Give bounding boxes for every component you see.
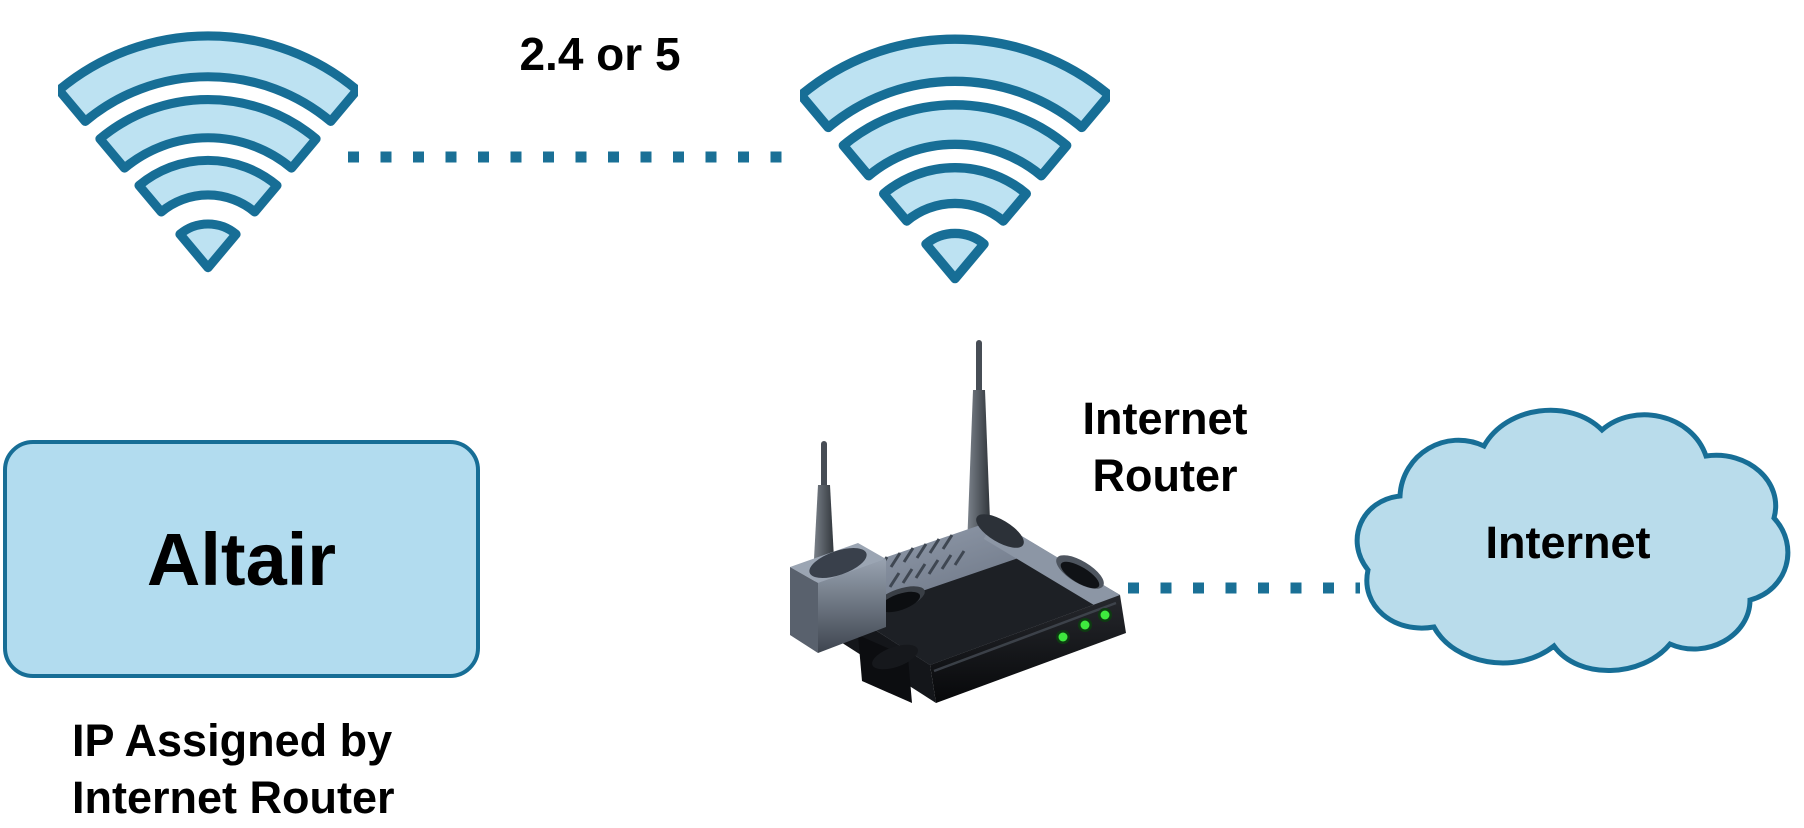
ip-caption-line1: IP Assigned by bbox=[72, 715, 393, 766]
ip-caption-line2: Internet Router bbox=[72, 772, 395, 823]
wifi-icon bbox=[58, 31, 358, 273]
router-label-line2: Router bbox=[1092, 450, 1238, 501]
cloud-label: Internet bbox=[1485, 517, 1651, 568]
router-label: Internet Router bbox=[1040, 390, 1290, 504]
router-corner-notches bbox=[875, 514, 1104, 613]
router-vents bbox=[876, 534, 966, 588]
wifi-icon bbox=[800, 34, 1110, 284]
router-status-leds bbox=[1056, 608, 1112, 644]
altair-label: Altair bbox=[146, 517, 337, 601]
altair-node: Altair bbox=[3, 440, 480, 678]
router-label-line1: Internet bbox=[1082, 393, 1248, 444]
router-icon bbox=[790, 340, 1126, 703]
router-side-block bbox=[790, 543, 886, 653]
cloud-icon bbox=[1354, 407, 1791, 673]
wireless-band-label: 2.4 or 5 bbox=[519, 28, 681, 80]
router-antenna-right bbox=[967, 340, 991, 547]
internet-cloud: Internet bbox=[1342, 372, 1804, 702]
ip-assignment-caption: IP Assigned by Internet Router bbox=[72, 712, 395, 826]
